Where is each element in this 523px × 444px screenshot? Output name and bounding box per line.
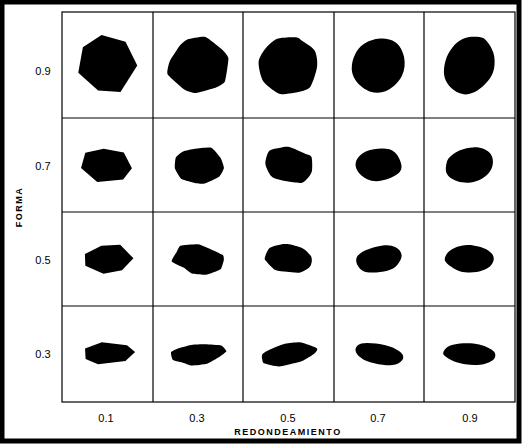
grid-line [62,305,515,306]
particle-shape [78,35,137,92]
grid-line [423,12,424,402]
axis-title: REDONDEAMIENTO [234,428,341,437]
particle-shape [445,245,494,272]
grid-line [152,12,153,402]
particle-shape [444,37,495,95]
roundness-value: 0.1 [98,413,113,424]
grid-line [62,211,515,212]
particle-shape [171,344,226,365]
particle-shapes [78,35,495,367]
particle-shape [85,245,133,274]
form-value: 0.9 [35,66,50,77]
particle-shape [172,244,224,275]
particle-shape [356,148,402,181]
particle-shape [85,342,135,364]
particle-shape [443,343,495,365]
particle-shape [81,149,132,182]
roundness-value: 0.9 [462,413,477,424]
axis-title: FORMA [15,187,24,228]
particle-shape [265,244,312,273]
particle-shape [265,147,312,183]
grid-line [242,12,243,402]
form-value: 0.5 [35,255,50,266]
grid-border [62,12,515,402]
roundness-value: 0.7 [370,413,385,424]
particle-shape [446,147,493,182]
roundness-value: 0.3 [189,413,204,424]
grid-line [333,12,334,402]
particle-shape [355,343,403,365]
particle-shape [259,37,318,94]
grid [62,12,515,402]
form-value: 0.7 [35,161,50,172]
roundness-value: 0.5 [280,413,295,424]
grid-line [62,117,515,118]
particle-shape [175,147,224,183]
form-value: 0.3 [35,349,50,360]
outer-frame [2,2,519,441]
particle-shape [167,37,228,93]
particle-shape [262,342,318,366]
particle-shape [356,245,401,272]
particle-shape [352,38,405,92]
